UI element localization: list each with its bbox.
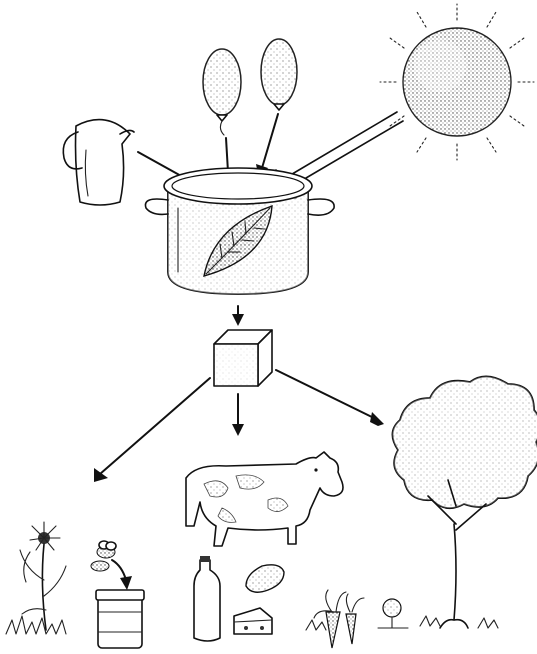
water-jug-icon — [63, 120, 134, 205]
cheese-icon — [234, 608, 272, 634]
butter-icon — [246, 565, 284, 592]
honey-jar-icon — [96, 590, 144, 648]
bee-icon — [91, 541, 116, 571]
flower-icon — [6, 522, 66, 634]
vegetables-icon — [306, 590, 498, 648]
balloon-icon — [203, 49, 241, 135]
arrow-to-sugar — [232, 306, 244, 326]
tree-icon — [392, 376, 537, 628]
balloon-icon — [261, 39, 297, 110]
sun-icon — [380, 4, 534, 160]
bee-to-jar-arrow — [112, 560, 132, 590]
milk-bottle-icon — [194, 556, 220, 641]
sugar-cube-icon — [214, 330, 272, 386]
cow-icon — [186, 452, 343, 546]
